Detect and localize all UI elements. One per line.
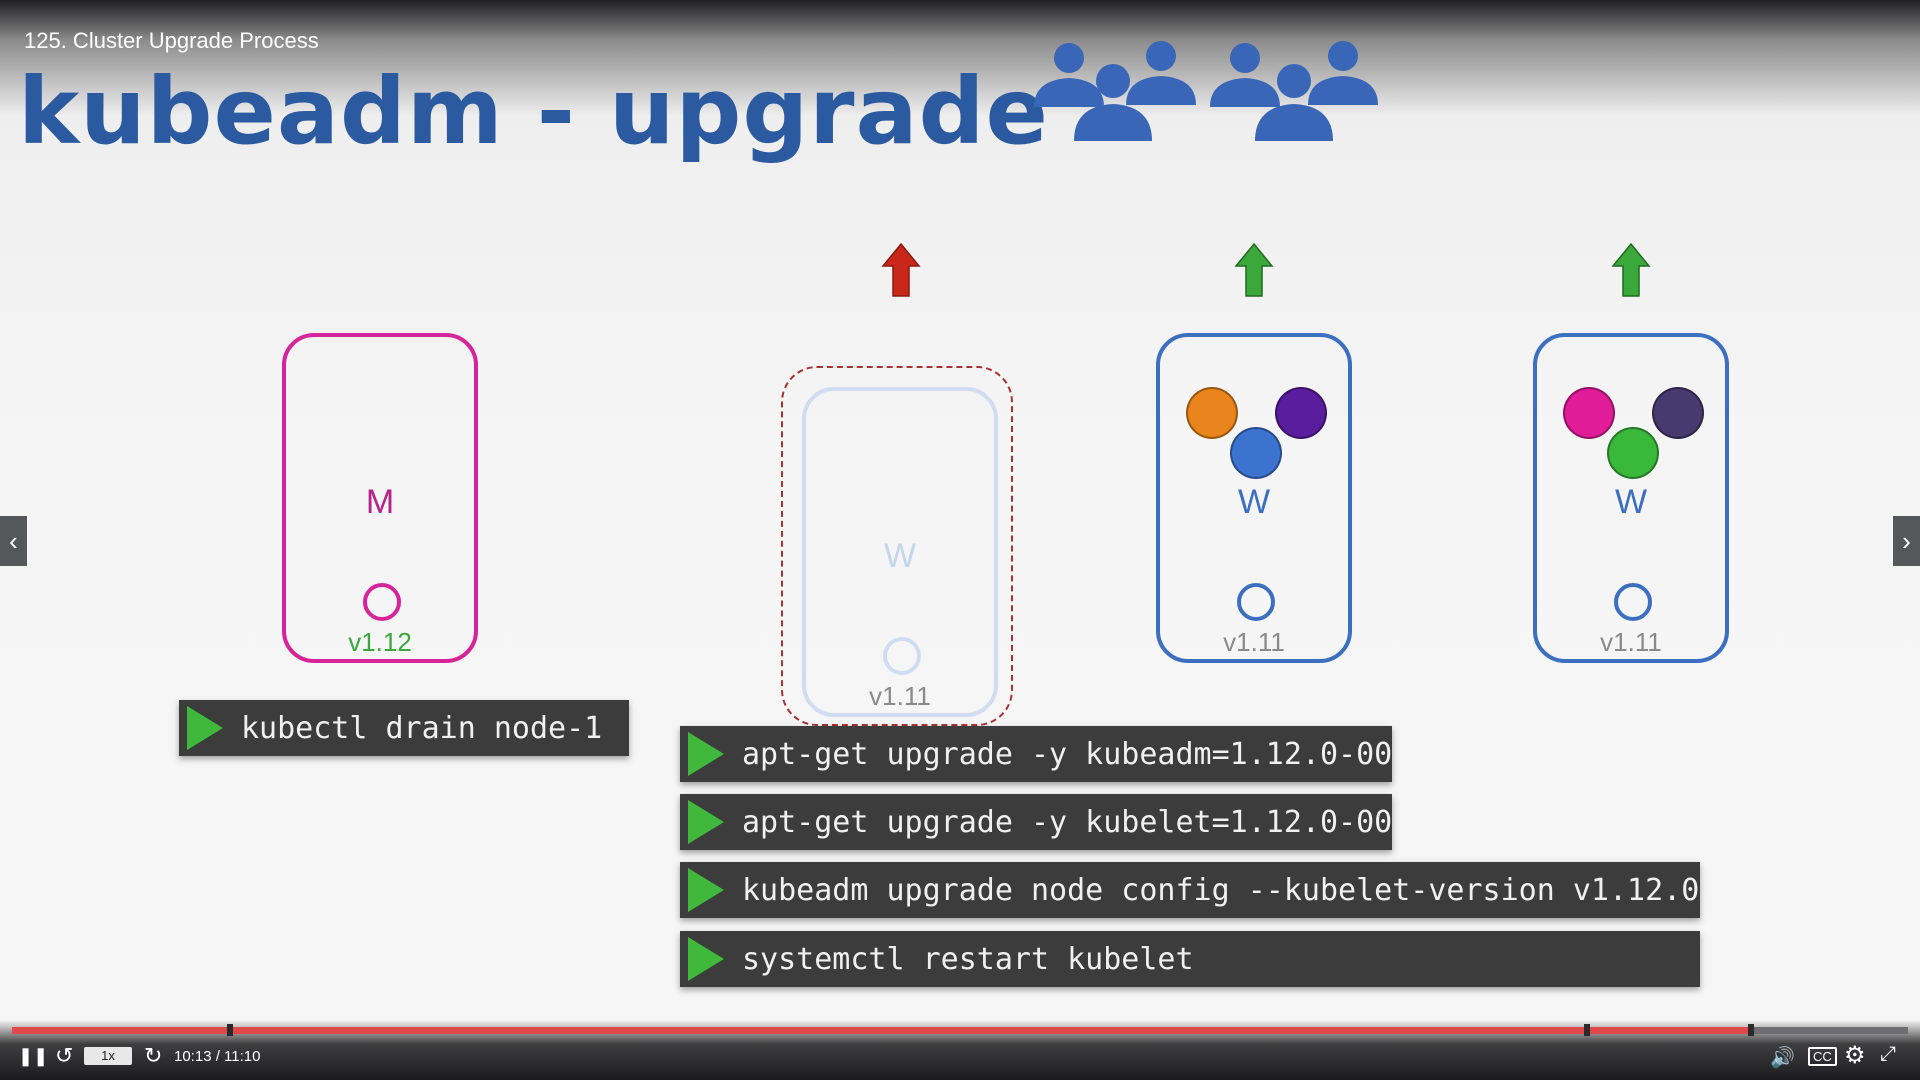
arrow-up-icon	[1234, 242, 1274, 297]
header-shade	[0, 0, 1920, 115]
slide-title: kubeadm - upgrade	[18, 58, 1049, 165]
worker-node-2: W v1.11	[1156, 333, 1352, 663]
worker-node-1: W v1.11	[802, 387, 998, 717]
play-icon	[688, 732, 724, 776]
settings-gear-icon[interactable]: ⚙	[1844, 1042, 1866, 1069]
worker-node-2-version: v1.11	[1223, 627, 1285, 657]
pod	[1275, 387, 1327, 439]
pod	[1186, 387, 1238, 439]
prev-slide-button[interactable]: ‹	[0, 516, 27, 566]
command-upgrade-kubelet: apt-get upgrade -y kubelet=1.12.0-00	[680, 794, 1392, 850]
master-node-version: v1.12	[348, 627, 412, 657]
rewind-icon[interactable]: ↺	[55, 1043, 74, 1068]
pod	[1563, 387, 1615, 439]
pod	[1230, 427, 1282, 479]
chapter-marker[interactable]	[227, 1024, 233, 1036]
lecture-title: 125. Cluster Upgrade Process	[24, 28, 319, 53]
command-text: kubectl drain node-1	[241, 710, 603, 746]
arrow-up-icon	[881, 242, 921, 297]
worker-node-3-label: W	[1614, 483, 1648, 521]
progress-fill	[12, 1027, 1749, 1034]
master-node: M v1.12	[282, 333, 478, 663]
command-upgrade-kubeadm: apt-get upgrade -y kubeadm=1.12.0-00	[680, 726, 1392, 782]
arrow-up-icon	[1611, 242, 1651, 297]
command-text: apt-get upgrade -y kubelet=1.12.0-00	[742, 804, 1393, 840]
chapter-marker[interactable]	[1584, 1024, 1590, 1036]
master-node-ring	[363, 583, 401, 621]
pause-button[interactable]: ❚❚	[18, 1046, 49, 1066]
progress-bar[interactable]	[12, 1027, 1908, 1034]
command-text: systemctl restart kubelet	[742, 941, 1194, 977]
chevron-right-icon: ›	[1902, 525, 1911, 556]
worker-node-1-label: W	[883, 537, 917, 575]
pod	[1607, 427, 1659, 479]
drain-boundary	[781, 366, 1013, 726]
worker-node-3-version: v1.11	[1600, 627, 1662, 657]
next-slide-button[interactable]: ›	[1893, 516, 1920, 566]
command-restart-kubelet: systemctl restart kubelet	[680, 931, 1700, 987]
chevron-left-icon: ‹	[9, 525, 18, 556]
worker-node-1-version: v1.11	[869, 681, 931, 711]
captions-icon[interactable]: CC	[1808, 1047, 1837, 1066]
command-node-config: kubeadm upgrade node config --kubelet-ve…	[680, 862, 1700, 918]
master-node-label: M	[365, 483, 395, 521]
play-icon	[688, 800, 724, 844]
playback-speed-button[interactable]: 1x	[84, 1047, 132, 1065]
people-group-icon	[1034, 41, 1378, 141]
play-icon	[187, 706, 223, 750]
worker-node-3-ring	[1614, 583, 1652, 621]
chapter-marker[interactable]	[1748, 1024, 1754, 1036]
command-text: kubeadm upgrade node config --kubelet-ve…	[742, 872, 1700, 908]
play-icon	[688, 868, 724, 912]
worker-node-2-ring	[1237, 583, 1275, 621]
worker-node-3: W v1.11	[1533, 333, 1729, 663]
volume-icon[interactable]: 🔊	[1770, 1047, 1795, 1069]
worker-node-1-ring	[883, 637, 921, 675]
pod	[1652, 387, 1704, 439]
command-text: apt-get upgrade -y kubeadm=1.12.0-00	[742, 736, 1393, 772]
fullscreen-exit-icon[interactable]: ⤢	[1880, 1043, 1896, 1065]
play-icon	[688, 937, 724, 981]
command-drain: kubectl drain node-1	[179, 700, 629, 756]
forward-icon[interactable]: ↻	[144, 1043, 163, 1068]
playback-time: 10:13 / 11:10	[174, 1048, 261, 1065]
worker-node-2-label: W	[1237, 483, 1271, 521]
